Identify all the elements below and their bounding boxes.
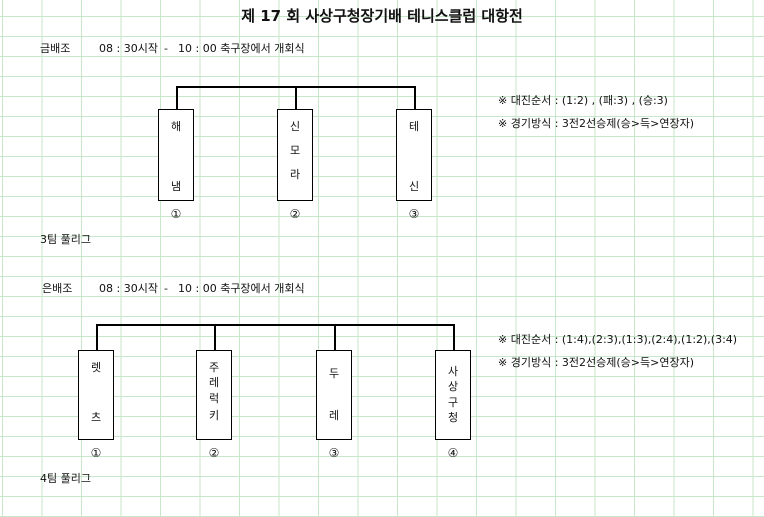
gold-match-order: ※ 대진순서 : (1:2) , (패:3) , (승:3)	[498, 94, 668, 107]
silver-league-type: 4팀 풀리그	[40, 472, 91, 485]
team-name-char: 렛	[90, 361, 102, 374]
page-title: 제 17 회 사상구청장기배 테니스클럽 대항전	[241, 7, 523, 25]
silver-team-box: 렛 츠	[78, 350, 114, 440]
gold-team-box: 신 모 라	[277, 109, 313, 201]
team-name-char: 테	[408, 120, 420, 133]
team-name-char: 레	[328, 409, 340, 422]
silver-team-number: ①	[90, 446, 102, 460]
silver-bracket-drop	[214, 324, 216, 351]
team-name-char: 해	[170, 120, 182, 133]
silver-team-number: ②	[208, 446, 220, 460]
team-name-char: 사	[447, 365, 459, 378]
team-name-char: 키	[208, 409, 220, 422]
team-name-char: 두	[328, 367, 340, 380]
silver-bracket-drop	[334, 324, 336, 351]
team-name-char: 냄	[170, 180, 182, 193]
team-name-char: 신	[408, 180, 420, 193]
gold-group-label: 금배조	[40, 42, 71, 55]
team-name-char: 상	[447, 380, 459, 393]
gold-match-method: ※ 경기방식 : 3전2선승제(승>득>연장자)	[498, 117, 694, 130]
silver-ceremony: 10 : 00 축구장에서 개회식	[178, 282, 305, 295]
silver-team-number: ④	[447, 446, 459, 460]
silver-team-box: 주 레 럭 키	[196, 350, 232, 440]
silver-team-box: 사 상 구 청	[435, 350, 471, 440]
gold-dash: -	[164, 42, 168, 55]
silver-start-time: 08 : 30시작	[99, 282, 158, 295]
silver-dash: -	[164, 282, 168, 295]
gold-team-box: 해 냄	[158, 109, 194, 201]
silver-bracket-bar	[96, 324, 455, 326]
silver-bracket-drop	[96, 324, 98, 351]
gold-start-time: 08 : 30시작	[99, 42, 158, 55]
gold-team-box: 테 신	[396, 109, 432, 201]
team-name-char: 라	[289, 168, 301, 181]
silver-team-box: 두 레	[316, 350, 352, 440]
gold-team-number: ②	[289, 207, 301, 221]
gold-ceremony: 10 : 00 축구장에서 개회식	[178, 42, 305, 55]
team-name-char: 럭	[208, 392, 220, 405]
team-name-char: 구	[447, 396, 459, 409]
silver-team-number: ③	[328, 446, 340, 460]
gold-bracket-drop	[176, 86, 178, 110]
silver-match-method: ※ 경기방식 : 3전2선승제(승>득>연장자)	[498, 356, 694, 369]
gold-team-number: ①	[170, 207, 182, 221]
gold-league-type: 3팀 풀리그	[40, 233, 91, 246]
team-name-char: 청	[447, 411, 459, 424]
team-name-char: 레	[208, 376, 220, 389]
team-name-char: 모	[289, 144, 301, 157]
team-name-char: 츠	[90, 411, 102, 424]
silver-bracket-drop	[453, 324, 455, 351]
gold-bracket-drop	[295, 86, 297, 110]
silver-group-label: 은배조	[42, 282, 73, 295]
team-name-char: 주	[208, 361, 220, 374]
team-name-char: 신	[289, 120, 301, 133]
silver-match-order: ※ 대진순서 : (1:4),(2:3),(1:3),(2:4),(1:2),(…	[498, 333, 738, 346]
gold-team-number: ③	[408, 207, 420, 221]
gold-bracket-drop	[414, 86, 416, 110]
